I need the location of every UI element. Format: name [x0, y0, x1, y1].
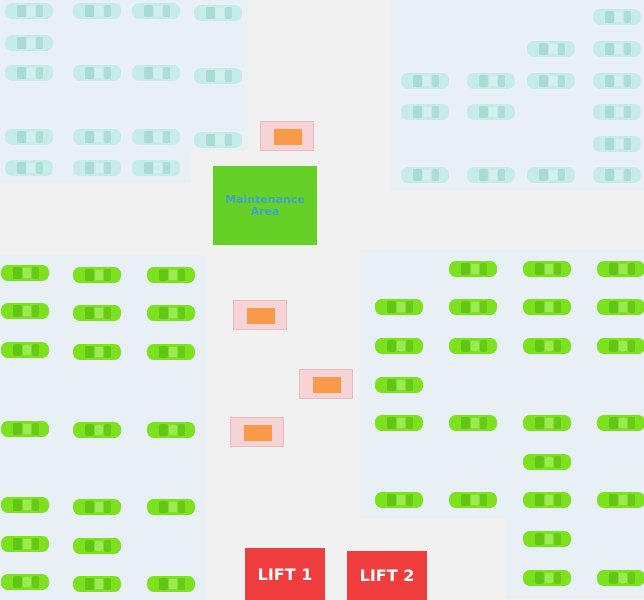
car-icon [193, 4, 243, 22]
car-icon [596, 298, 644, 316]
parking-zone-top-right [391, 0, 644, 190]
car-icon [72, 304, 122, 322]
car-icon [526, 72, 576, 90]
lift-1[interactable]: LIFT 1 [245, 548, 325, 600]
car-icon [4, 34, 54, 52]
maintenance-area-label: Maintenance Area [225, 192, 305, 218]
car-icon [592, 135, 642, 153]
car-icon [374, 298, 424, 316]
parking-zone-top-left [0, 0, 190, 183]
car-icon [72, 343, 122, 361]
car-icon [72, 128, 122, 146]
car-icon [466, 72, 516, 90]
car-icon [4, 128, 54, 146]
car-icon [448, 298, 498, 316]
car-icon [0, 496, 50, 514]
car-icon [522, 337, 572, 355]
car-icon [522, 530, 572, 548]
car-icon [526, 40, 576, 58]
car-icon [72, 421, 122, 439]
car-icon [0, 341, 50, 359]
car-icon [72, 266, 122, 284]
lift-2-label: LIFT 2 [359, 566, 415, 585]
car-icon [131, 128, 181, 146]
car-icon [522, 260, 572, 278]
car-icon [131, 2, 181, 20]
car-icon [72, 537, 122, 555]
car-icon [146, 343, 196, 361]
car-icon [193, 131, 243, 149]
car-icon [596, 414, 644, 432]
car-icon [72, 2, 122, 20]
car-icon [0, 420, 50, 438]
lift-1-label: LIFT 1 [257, 564, 313, 584]
car-icon [0, 302, 50, 320]
car-icon [448, 337, 498, 355]
car-icon [146, 304, 196, 322]
car-icon [0, 573, 50, 591]
car-icon [146, 266, 196, 284]
car-icon [592, 72, 642, 90]
car-icon [400, 72, 450, 90]
charging-station-icon [260, 121, 314, 151]
car-icon [592, 40, 642, 58]
car-icon [146, 498, 196, 516]
car-icon [4, 2, 54, 20]
maintenance-area[interactable]: Maintenance Area [213, 166, 317, 245]
car-icon [466, 103, 516, 121]
car-icon [131, 159, 181, 177]
car-icon [526, 166, 576, 184]
car-icon [72, 575, 122, 593]
car-icon [131, 64, 181, 82]
car-icon [522, 491, 572, 509]
car-icon [146, 575, 196, 593]
charging-station-icon [299, 369, 353, 399]
car-icon [592, 8, 642, 26]
car-icon [448, 491, 498, 509]
car-icon [466, 166, 516, 184]
car-icon [596, 337, 644, 355]
car-icon [374, 376, 424, 394]
lift-2[interactable]: LIFT 2 [347, 551, 427, 600]
car-icon [448, 260, 498, 278]
car-icon [72, 498, 122, 516]
car-icon [522, 569, 572, 587]
car-icon [374, 414, 424, 432]
car-icon [72, 159, 122, 177]
car-icon [522, 414, 572, 432]
car-icon [400, 103, 450, 121]
car-icon [596, 491, 644, 509]
car-icon [522, 298, 572, 316]
car-icon [193, 67, 243, 85]
car-icon [146, 421, 196, 439]
charging-station-icon [230, 417, 284, 447]
charging-station-icon [233, 300, 287, 330]
car-icon [596, 260, 644, 278]
car-icon [0, 535, 50, 553]
car-icon [592, 166, 642, 184]
car-icon [374, 491, 424, 509]
car-icon [4, 159, 54, 177]
car-icon [596, 569, 644, 587]
car-icon [522, 453, 572, 471]
car-icon [4, 64, 54, 82]
car-icon [448, 414, 498, 432]
car-icon [592, 103, 642, 121]
car-icon [374, 337, 424, 355]
car-icon [72, 64, 122, 82]
car-icon [0, 264, 50, 282]
car-icon [400, 166, 450, 184]
